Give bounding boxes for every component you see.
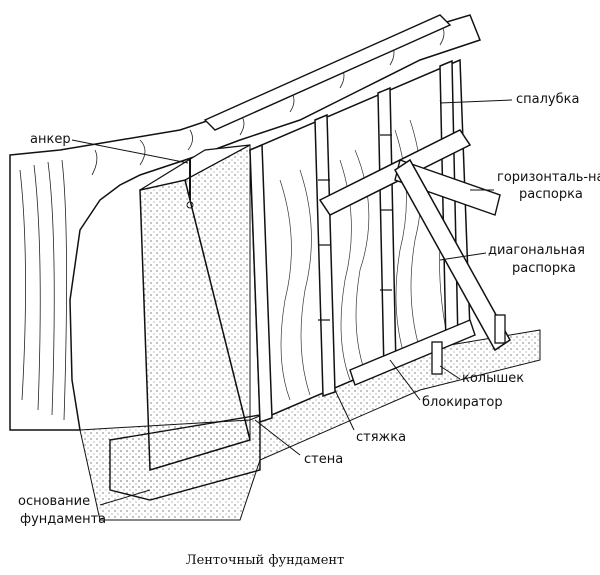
label-formwork: спалубка bbox=[516, 92, 580, 107]
label-horizontal-brace-2: распорка bbox=[519, 187, 583, 202]
concrete-wall-side bbox=[184, 144, 251, 441]
formwork-top-rail bbox=[203, 14, 452, 131]
diagram-caption: Ленточный фундамент bbox=[185, 553, 345, 568]
diagonal-brace bbox=[394, 158, 511, 352]
label-diagonal-brace-2: распорка bbox=[512, 261, 576, 276]
horizontal-brace bbox=[318, 129, 472, 216]
label-horizontal-brace-1: горизонталь-ная bbox=[497, 170, 600, 185]
label-wall: стена bbox=[304, 452, 344, 467]
stake bbox=[431, 341, 443, 375]
label-base-2: фундамента bbox=[20, 512, 107, 527]
label-base-1: основание bbox=[18, 494, 91, 509]
label-stake: колышек bbox=[462, 371, 525, 386]
tie-wires bbox=[318, 134, 392, 321]
label-anchor: анкер bbox=[30, 132, 71, 147]
label-diagonal-brace-1: диагональная bbox=[488, 243, 585, 258]
blocker-board bbox=[349, 319, 476, 386]
label-blocker: блокиратор bbox=[422, 395, 503, 410]
leader-lines bbox=[71, 99, 513, 506]
label-tie: стяжка bbox=[356, 430, 407, 445]
